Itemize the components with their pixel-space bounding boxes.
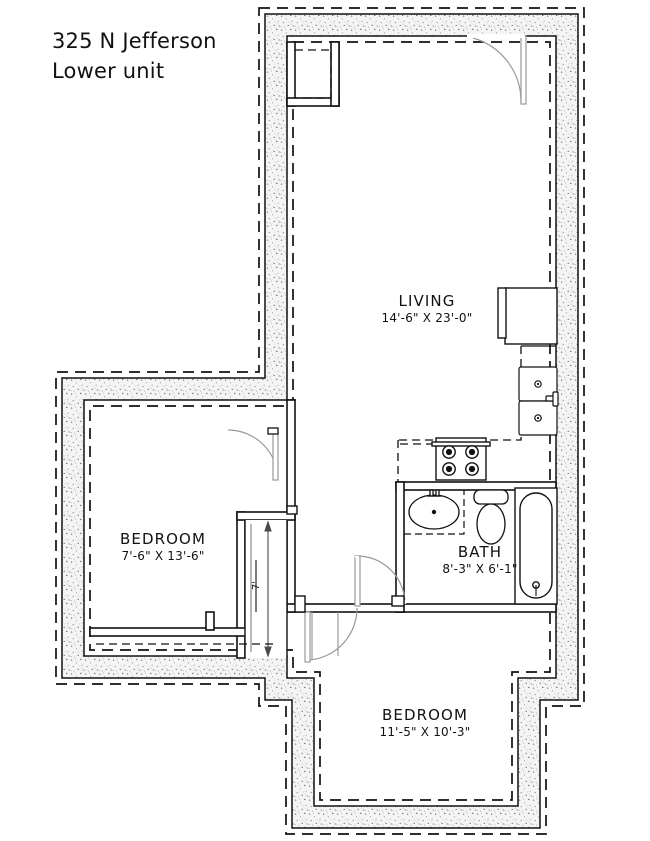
- bedroom-left-door[interactable]: [226, 427, 279, 481]
- closet-dimension-arrow: [264, 520, 272, 658]
- wall-dashed-outlines: [55, 7, 585, 835]
- refrigerator: [497, 287, 558, 345]
- bedroom-left-closet: [244, 520, 288, 658]
- bedroom-bottom-door[interactable]: [304, 556, 359, 663]
- range: [431, 437, 491, 481]
- wall-jamb-details: [286, 505, 405, 613]
- bath-sink: [408, 489, 460, 530]
- living-closet-dashed: [295, 49, 332, 99]
- exterior-walls: [61, 13, 579, 829]
- plan-title-block: 325 N Jefferson Lower unit: [52, 26, 262, 86]
- kitchen-sink: [518, 366, 559, 436]
- dimension-label-closet-depth: 7': [251, 580, 263, 591]
- kitchen-counter: [398, 346, 522, 441]
- toilet: [473, 489, 509, 545]
- entry-door[interactable]: [467, 34, 527, 105]
- plan-title-unit: Lower unit: [52, 59, 165, 83]
- corridor-lines: [311, 612, 339, 660]
- plan-title-address: 325 N Jefferson: [52, 29, 217, 53]
- living-closet: [286, 41, 340, 107]
- bathtub: [514, 487, 558, 605]
- closet-sliding-doors: [250, 524, 257, 652]
- kitchen-lower-counter: [397, 440, 432, 482]
- bath-vanity-counter: [404, 490, 465, 535]
